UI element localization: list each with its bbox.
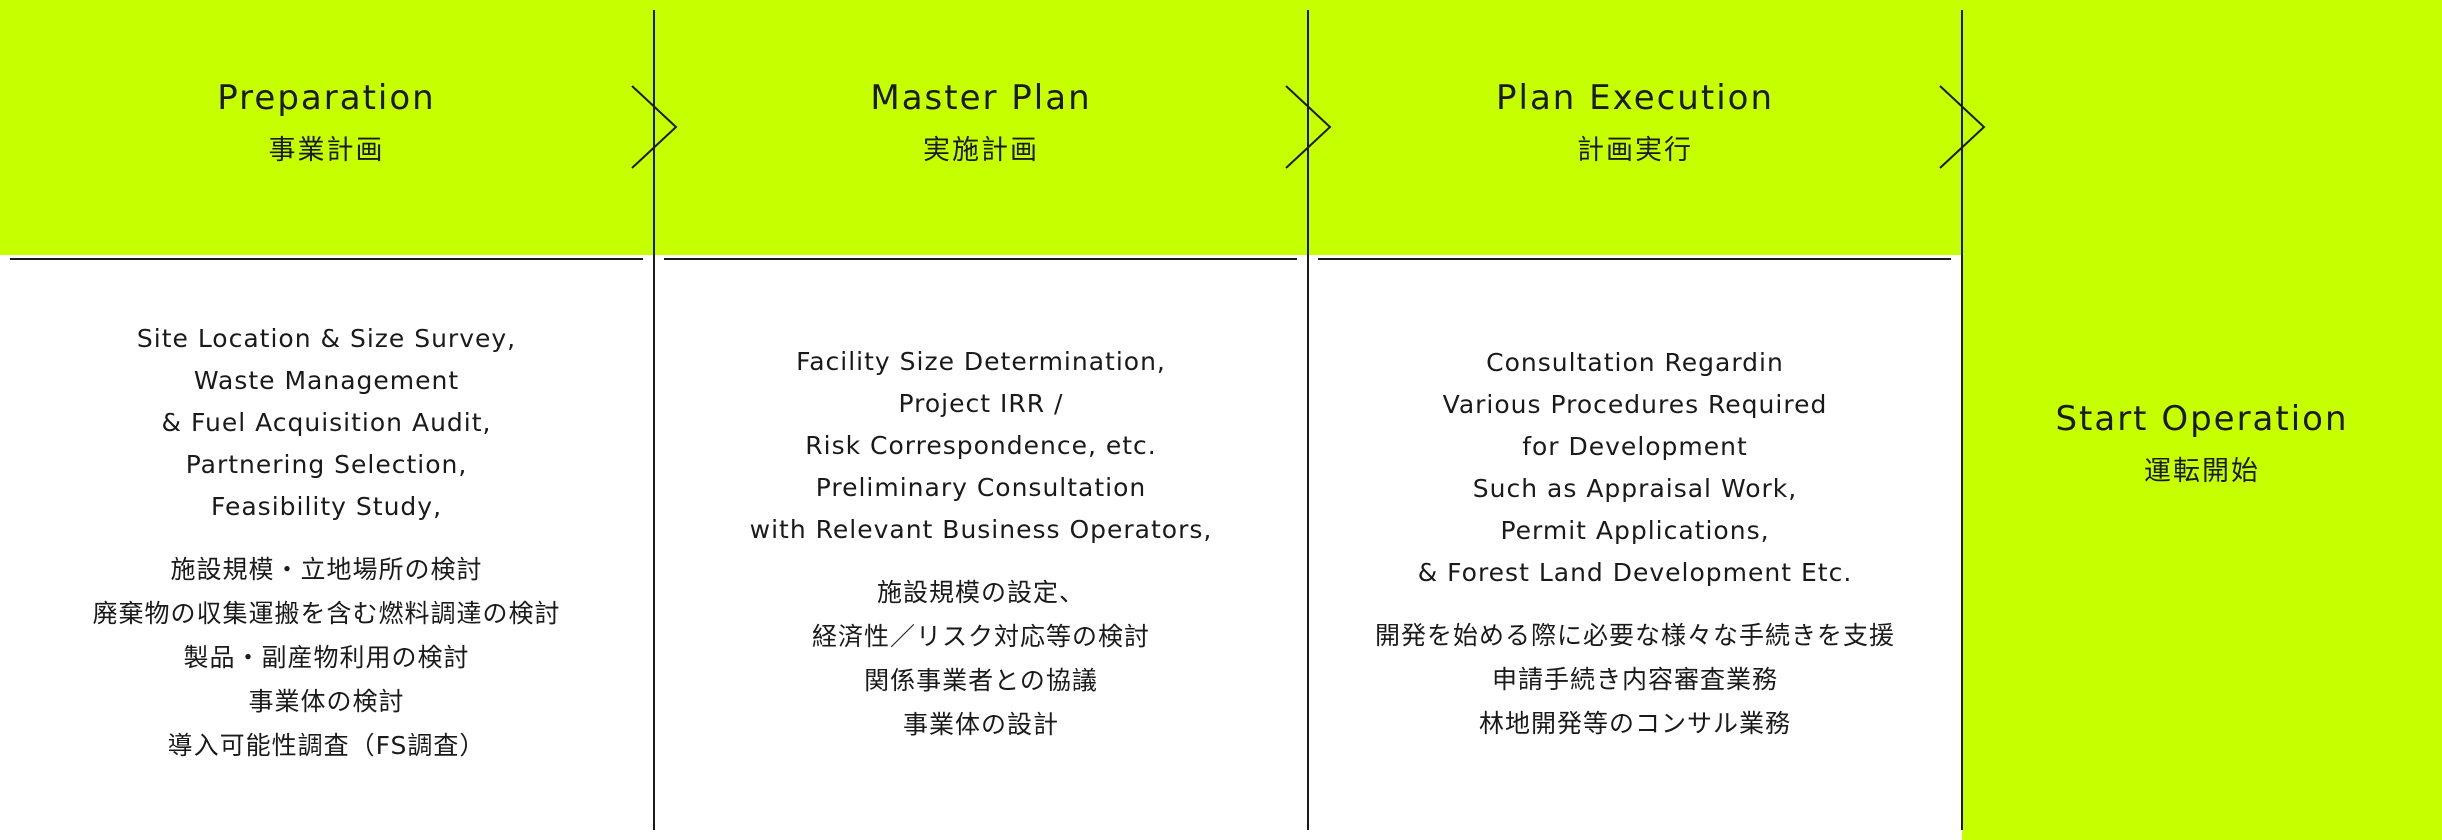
final-step-title: Start Operation — [2055, 399, 2349, 439]
step-divider — [1307, 10, 1309, 830]
details-jp: 開発を始める際に必要な様々な手続きを支援 申請手続き内容審査業務 林地開発等のコ… — [1308, 614, 1962, 746]
step-header-master-plan: Master Plan 実施計画 — [654, 68, 1308, 174]
final-step-panel — [1962, 0, 2442, 840]
detail-line-jp: 導入可能性調査（FS調査） — [167, 731, 486, 760]
detail-line: Preliminary Consultation — [815, 473, 1147, 502]
detail-line: with Relevant Business Operators, — [749, 515, 1213, 544]
step-title-jp: 実施計画 — [923, 135, 1039, 166]
step-title: Plan Execution — [1496, 78, 1774, 118]
details-en: Facility Size Determination, Project IRR… — [654, 341, 1308, 551]
detail-line-jp: 経済性／リスク対応等の検討 — [811, 622, 1150, 651]
detail-line: Such as Appraisal Work, — [1472, 474, 1798, 503]
detail-line: Site Location & Size Survey, — [136, 324, 517, 353]
detail-line: & Fuel Acquisition Audit, — [161, 408, 492, 437]
detail-line-jp: 施設規模の設定、 — [876, 578, 1085, 607]
chevron-right-icon — [631, 85, 678, 169]
detail-line-jp: 林地開発等のコンサル業務 — [1478, 709, 1791, 738]
detail-line: Consultation Regardin — [1486, 348, 1784, 377]
detail-line: for Development — [1522, 432, 1748, 461]
detail-line: Feasibility Study, — [210, 492, 443, 521]
detail-line-jp: 開発を始める際に必要な様々な手続きを支援 — [1374, 621, 1895, 650]
detail-line: Permit Applications, — [1500, 516, 1770, 545]
step-details-plan-execution: Consultation Regardin Various Procedures… — [1308, 342, 1962, 746]
detail-line: Project IRR / — [898, 389, 1064, 418]
detail-line-jp: 廃棄物の収集運搬を含む燃料調達の検討 — [92, 599, 561, 628]
step-title: Preparation — [217, 78, 436, 118]
detail-line: Partnering Selection, — [185, 450, 468, 479]
details-jp: 施設規模・立地場所の検討 廃棄物の収集運搬を含む燃料調達の検討 製品・副産物利用… — [0, 548, 653, 768]
details-en: Consultation Regardin Various Procedures… — [1308, 342, 1962, 594]
header-rule — [1318, 258, 1951, 260]
details-jp: 施設規模の設定、 経済性／リスク対応等の検討 関係事業者との協議 事業体の設計 — [654, 571, 1308, 747]
detail-line: Facility Size Determination, — [796, 347, 1166, 376]
header-rule — [664, 258, 1297, 260]
step-divider — [653, 10, 655, 830]
header-rule — [10, 258, 643, 260]
detail-line: Waste Management — [193, 366, 460, 395]
detail-line: Various Procedures Required — [1442, 390, 1828, 419]
step-title: Master Plan — [870, 78, 1092, 118]
detail-line-jp: 事業体の検討 — [248, 687, 405, 716]
step-title-jp: 計画実行 — [1577, 135, 1693, 166]
detail-line: & Forest Land Development Etc. — [1417, 558, 1853, 587]
step-title-jp: 事業計画 — [268, 135, 385, 166]
chevron-right-icon — [1939, 85, 1986, 169]
step-divider — [1961, 10, 1963, 830]
step-details-master-plan: Facility Size Determination, Project IRR… — [654, 341, 1308, 747]
steps-header-band — [0, 0, 1962, 255]
detail-line-jp: 関係事業者との協議 — [864, 666, 1098, 695]
step-header-preparation: Preparation 事業計画 — [0, 68, 653, 174]
detail-line-jp: 申請手続き内容審査業務 — [1491, 665, 1778, 694]
detail-line: Risk Correspondence, etc. — [805, 431, 1157, 460]
detail-line-jp: 事業体の設計 — [902, 710, 1059, 739]
chevron-right-icon — [1285, 85, 1332, 169]
step-header-plan-execution: Plan Execution 計画実行 — [1308, 68, 1962, 174]
details-en: Site Location & Size Survey, Waste Manag… — [0, 318, 653, 528]
detail-line-jp: 製品・副産物利用の検討 — [183, 643, 470, 672]
detail-line-jp: 施設規模・立地場所の検討 — [170, 555, 483, 584]
final-step-header: Start Operation 運転開始 — [1962, 389, 2442, 495]
step-details-preparation: Site Location & Size Survey, Waste Manag… — [0, 318, 653, 768]
final-step-title-jp: 運転開始 — [2144, 456, 2260, 487]
